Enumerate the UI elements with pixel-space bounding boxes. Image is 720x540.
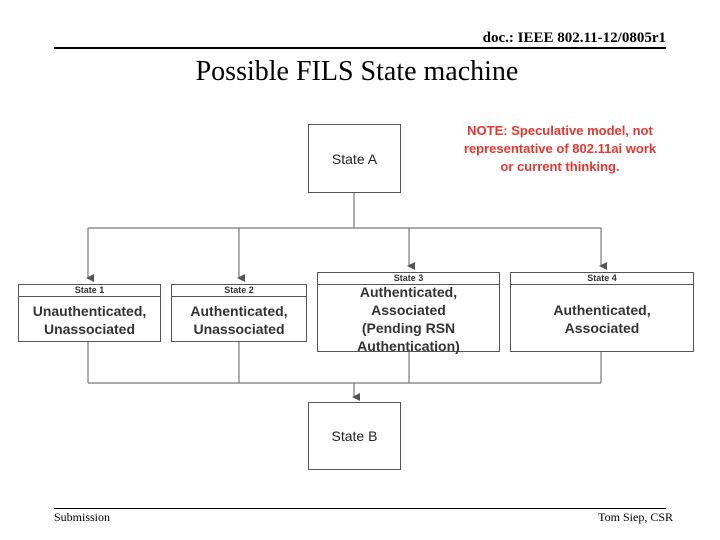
state-1-description: Unauthenticated, Unassociated	[32, 303, 147, 337]
state-1-box: State 1 Unauthenticated, Unassociated	[18, 284, 161, 342]
state-a-box: State A	[308, 124, 401, 193]
state-3-description: Authenticated, Associated (Pending RSN A…	[357, 284, 460, 354]
state-3-caption: State 3	[318, 273, 499, 285]
state-3-box: State 3 Authenticated, Associated (Pendi…	[317, 272, 500, 354]
state-1-caption: State 1	[19, 285, 160, 297]
footer-rule	[54, 508, 666, 509]
footer-submission: Submission	[54, 510, 111, 524]
state-4-caption: State 4	[511, 273, 693, 285]
state-a-label: State A	[331, 150, 378, 167]
state-2-caption: State 2	[172, 285, 306, 297]
state-b-label: State B	[331, 428, 378, 444]
footer-author: Tom Siep, CSR	[598, 510, 673, 524]
slide-title-text: Possible FILS State machine	[195, 56, 519, 87]
state-2-description: Authenticated, Unassociated	[190, 303, 288, 337]
slide-title: Possible FILS State machine	[0, 56, 720, 88]
state-2-box: State 2 Authenticated, Unassociated	[171, 284, 307, 342]
state-4-description: Authenticated, Associated	[553, 302, 651, 336]
document-id: doc.: IEEE 802.11-12/0805r1	[482, 30, 666, 46]
state-b-box: State B	[308, 402, 401, 470]
header-rule	[54, 47, 666, 49]
speculative-note: NOTE: Speculative model, not representat…	[463, 123, 657, 174]
state-4-box: State 4 Authenticated, Associated	[510, 272, 694, 352]
